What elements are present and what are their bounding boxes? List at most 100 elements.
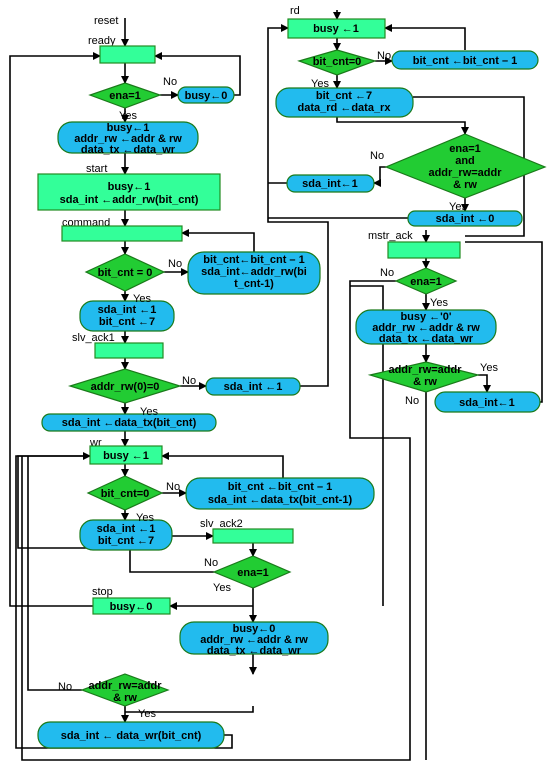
yes-label: Yes bbox=[480, 362, 498, 374]
no-label: No bbox=[168, 258, 182, 270]
no-label: No bbox=[166, 481, 180, 493]
ma-sda1-label: sda_int←1 bbox=[459, 397, 515, 409]
rd-sda1-action bbox=[286, 174, 375, 193]
stop-busy-label: busy←0 bbox=[110, 601, 153, 613]
rd-reset-action bbox=[275, 87, 414, 118]
state-label-slv-ack1: slv_ack1 bbox=[72, 332, 115, 344]
no-label: No bbox=[163, 76, 177, 88]
state-label-rd: rd bbox=[290, 5, 300, 17]
ack2-sda-data-label: sda_int ← data_wr(bit_cnt) bbox=[61, 730, 202, 742]
rd-sda0-action bbox=[407, 210, 523, 227]
ready-state-box bbox=[99, 45, 156, 64]
ma-ena-decision bbox=[394, 267, 458, 295]
wr-reset-action bbox=[79, 519, 173, 551]
load-action-line2: addr_rw ←addr & rw bbox=[74, 133, 182, 145]
yes-label: Yes bbox=[140, 406, 158, 418]
wr-decrement-action bbox=[185, 477, 375, 510]
yes-label: Yes bbox=[213, 582, 231, 594]
ena-decision-label: ena=1 bbox=[109, 90, 141, 102]
ma-addrrw-line2: & rw bbox=[413, 376, 437, 388]
rd-bitcnt-label: bit_cnt=0 bbox=[313, 56, 362, 68]
ack2-sda-data-action bbox=[37, 721, 225, 749]
slv-ack2-state-box bbox=[212, 528, 294, 544]
ma-load-line1: busy ←'0' bbox=[400, 311, 451, 323]
ma-sda1-action bbox=[434, 391, 541, 413]
yes-label: Yes bbox=[136, 512, 154, 524]
rd-reset-line1: bit_cnt ←7 bbox=[316, 90, 372, 102]
rd-dec-line3: addr_rw=addr bbox=[428, 167, 502, 179]
start-state-box bbox=[37, 173, 221, 211]
cmd-action-line3: t_cnt-1) bbox=[234, 278, 274, 290]
cmd-action-line2: sda_int←addr_rw(bi bbox=[201, 266, 307, 278]
ack2-ena-label: ena=1 bbox=[237, 567, 269, 579]
ma-ena-label: ena=1 bbox=[410, 276, 442, 288]
no-label: No bbox=[58, 681, 72, 693]
ack1-sda1-label: sda_int ←1 bbox=[224, 381, 283, 393]
no-label: No bbox=[377, 50, 391, 62]
load-action-line3: data_tx ←data_wr bbox=[81, 144, 176, 156]
state-label-start: start bbox=[86, 163, 107, 175]
ack2-load-line2: addr_rw ←addr & rw bbox=[200, 634, 308, 646]
busy0-action bbox=[177, 86, 235, 104]
ack2-addrrw-line1: addr_rw=addr bbox=[88, 680, 162, 692]
rd-dec-line4: & rw bbox=[453, 179, 477, 191]
ack2-addrrw-line2: & rw bbox=[113, 692, 137, 704]
wr-bitcnt-label: bit_cnt=0 bbox=[101, 488, 150, 500]
stop-state-box bbox=[92, 597, 171, 615]
ma-load-line2: addr_rw ←addr & rw bbox=[372, 322, 480, 334]
bitcnt-decision bbox=[84, 253, 166, 292]
state-label-stop: stop bbox=[92, 586, 113, 598]
ack1-sda1-action bbox=[205, 377, 301, 396]
ena-decision bbox=[88, 82, 162, 109]
wr-state-box bbox=[89, 445, 163, 465]
no-label: No bbox=[370, 150, 384, 162]
yes-label: Yes bbox=[138, 708, 156, 720]
cmd-reset-line2: bit_cnt ←7 bbox=[99, 316, 155, 328]
yes-label: Yes bbox=[119, 110, 137, 122]
ack1-data-action bbox=[41, 413, 217, 432]
branch-labels: No Yes No Yes No Yes No Yes No Yes No Ye… bbox=[58, 50, 498, 720]
no-label: No bbox=[380, 267, 394, 279]
rd-state-box bbox=[287, 18, 386, 39]
cmd-reset-action bbox=[79, 300, 175, 332]
mstr-ack-state-box bbox=[387, 241, 461, 259]
wr-busy-label: busy ←1 bbox=[103, 450, 149, 462]
ma-addrrw-line1: addr_rw=addr bbox=[388, 364, 462, 376]
wr-reset-line1: sda_int ←1 bbox=[97, 523, 156, 535]
ack2-load-line3: data_tx ←data_wr bbox=[207, 645, 302, 657]
ack2-load-line1: busy←0 bbox=[233, 623, 276, 635]
rd-dec-line1: ena=1 bbox=[449, 143, 481, 155]
ack2-ena-decision bbox=[212, 555, 292, 589]
wr-bitcnt-decision bbox=[86, 475, 164, 511]
ma-addrrw-decision bbox=[367, 361, 481, 393]
state-label-reset: reset bbox=[94, 15, 118, 27]
state-label-ready: ready bbox=[88, 35, 116, 47]
addrrw-decision bbox=[67, 368, 183, 404]
bitcnt-decision-label: bit_cnt = 0 bbox=[98, 267, 153, 279]
rd-dec-line2: and bbox=[455, 155, 475, 167]
ma-load-action bbox=[355, 309, 497, 345]
rd-sda1-label: sda_int←1 bbox=[302, 178, 358, 190]
rd-ena-addr-decision bbox=[384, 133, 547, 199]
cmd-action-line1: bit_cnt←bit_cnt – 1 bbox=[203, 254, 304, 266]
no-label: No bbox=[405, 395, 419, 407]
yes-label: Yes bbox=[133, 293, 151, 305]
cmd-decrement-action bbox=[187, 251, 321, 295]
rd-decrement-label: bit_cnt ←bit_cnt – 1 bbox=[413, 55, 518, 67]
slv-ack1-state-box bbox=[94, 342, 164, 359]
wr-reset-line2: bit_cnt ←7 bbox=[98, 535, 154, 547]
state-label-slv-ack2: slv_ack2 bbox=[200, 518, 243, 530]
load-action-line1: busy←1 bbox=[107, 122, 150, 134]
ack1-data-label: sda_int ←data_tx(bit_cnt) bbox=[62, 417, 197, 429]
rd-bitcnt-decision bbox=[297, 49, 377, 76]
wr-action-line2: sda_int ←data_tx(bit_cnt-1) bbox=[208, 494, 353, 506]
connector-lines bbox=[9, 10, 543, 761]
yes-label: Yes bbox=[311, 78, 329, 90]
no-label: No bbox=[182, 375, 196, 387]
addrrw-decision-label: addr_rw(0)=0 bbox=[91, 381, 160, 393]
yes-label: Yes bbox=[449, 201, 467, 213]
rd-decrement-action bbox=[391, 50, 539, 70]
command-state-box bbox=[61, 225, 183, 242]
state-label-mstr-ack: mstr_ack bbox=[368, 230, 413, 242]
